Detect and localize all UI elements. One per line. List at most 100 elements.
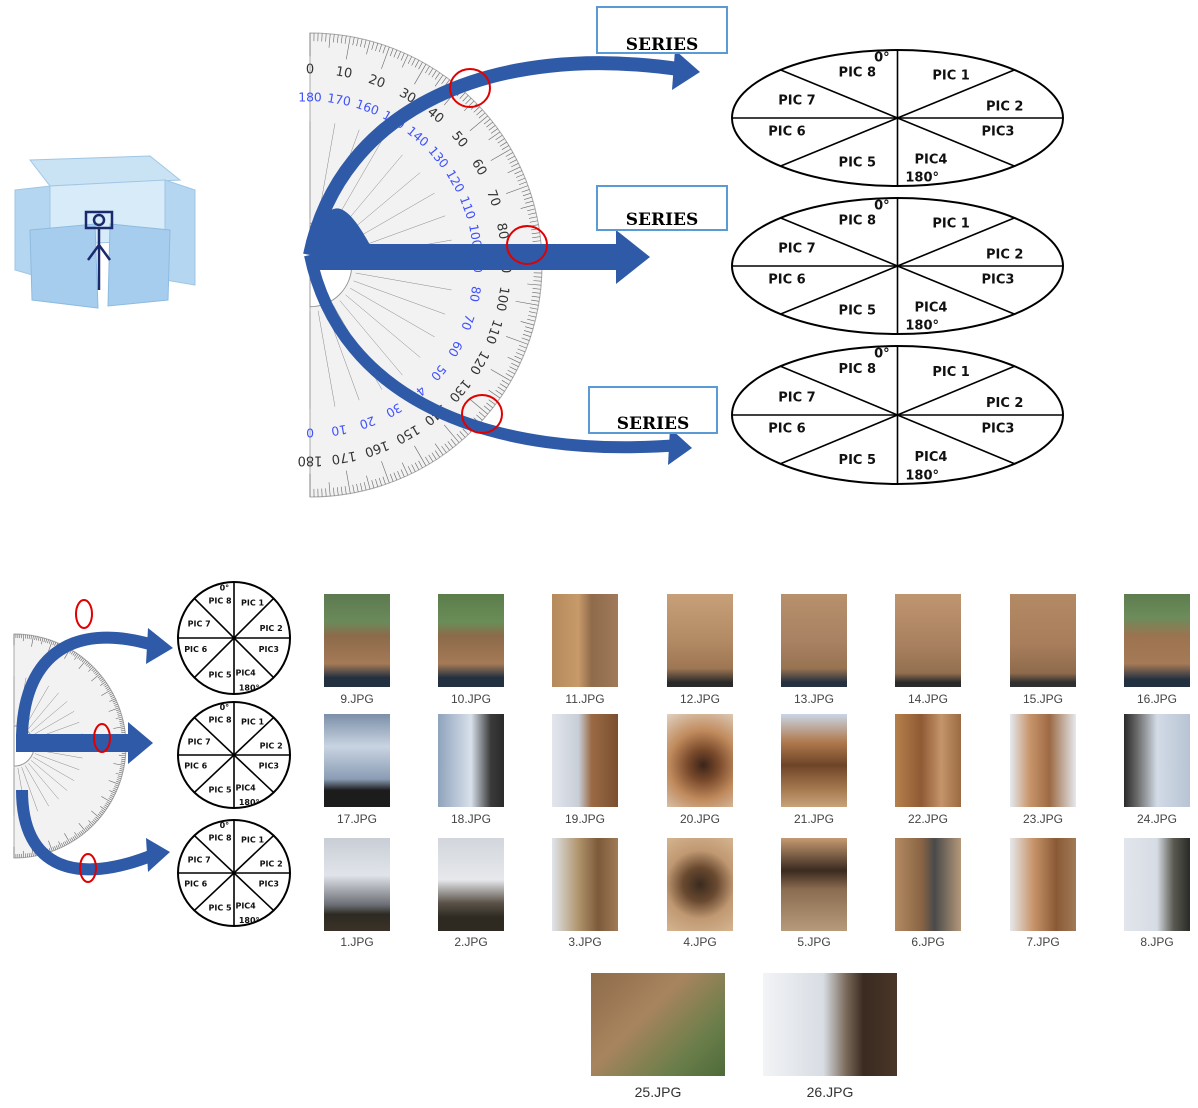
wheel-pic-label: PIC 5: [209, 904, 232, 913]
wheel-pic-label: PIC 6: [184, 645, 207, 654]
wheel-pic-label: PIC 1: [241, 836, 264, 845]
photo-filename: 22.JPG: [907, 812, 949, 826]
protractor-inner-label: 10: [330, 422, 348, 439]
photo-thumbnail[interactable]: [324, 838, 390, 931]
photo-thumbnail[interactable]: [1010, 594, 1076, 687]
photo-thumbnail[interactable]: [324, 714, 390, 807]
wheel-pic-label: PIC4: [915, 301, 948, 316]
photo-thumbnail[interactable]: [552, 714, 618, 807]
photo-filename: 10.JPG: [450, 692, 492, 706]
photo-filename: 14.JPG: [907, 692, 949, 706]
photo-filename: 4.JPG: [683, 935, 717, 949]
wheel-pic-label: PIC3: [982, 273, 1015, 288]
wheel-pic-label: PIC 6: [768, 273, 805, 288]
wheel-pic-label: PIC 1: [241, 599, 264, 608]
wheel-pic-label: PIC 2: [986, 247, 1023, 262]
series-label: SERIES: [625, 210, 699, 230]
wheel-pic-label: PIC 5: [839, 303, 876, 318]
protractor-inner-label: 170: [326, 91, 352, 109]
photo-filename: 21.JPG: [793, 812, 835, 826]
series-label: SERIES: [625, 35, 699, 54]
photo-filename: 19.JPG: [564, 812, 606, 826]
photo-thumbnail[interactable]: [781, 594, 847, 687]
photo-thumbnail[interactable]: [1010, 838, 1076, 931]
wheel-pic-label: PIC3: [982, 422, 1015, 437]
photo-thumbnail[interactable]: [667, 838, 733, 931]
photo-thumbnail[interactable]: [1010, 714, 1076, 807]
photo-filename: 5.JPG: [797, 935, 831, 949]
photo-thumbnail[interactable]: [1124, 714, 1190, 807]
photo-thumbnail-large[interactable]: [591, 973, 725, 1076]
photo-filename: 16.JPG: [1136, 692, 1178, 706]
wheel-pic-label: PIC 6: [184, 762, 207, 771]
angle-markers: [449, 68, 548, 434]
wheel-top-angle: 0°: [874, 50, 890, 65]
wheel-top-angle: 0°: [874, 198, 890, 213]
wheel-pic-label: PIC 7: [188, 620, 211, 629]
series-box-2: SERIES: [596, 185, 728, 231]
photo-thumbnail[interactable]: [324, 594, 390, 687]
protractor-inner-label: 180: [298, 90, 322, 104]
photo-filename: 23.JPG: [1022, 812, 1064, 826]
photo-filename: 17.JPG: [336, 812, 378, 826]
wheel-pic-label: PIC 8: [209, 833, 232, 842]
photo-filename: 13.JPG: [793, 692, 835, 706]
wheel-pic-label: PIC 2: [986, 396, 1023, 411]
wheel-pic-label: PIC 7: [188, 737, 211, 746]
wheel-pic-label: PIC 6: [184, 880, 207, 889]
wheel-pic-label: PIC 1: [932, 217, 969, 232]
photo-filename: 18.JPG: [450, 812, 492, 826]
protractor-outer-label: 80: [493, 222, 511, 241]
wheel-bottom-angle: 180°: [239, 683, 260, 692]
photo-filename: 20.JPG: [679, 812, 721, 826]
photo-filename: 15.JPG: [1022, 692, 1064, 706]
wheel-pic-label: PIC3: [982, 125, 1015, 140]
photo-thumbnail[interactable]: [781, 714, 847, 807]
wheel-bottom-angle: 180°: [905, 469, 939, 484]
photo-thumbnail[interactable]: [895, 594, 961, 687]
wheel-pic-label: PIC 8: [209, 715, 232, 724]
photo-thumbnail[interactable]: [552, 838, 618, 931]
protractor-inner-label: 30: [383, 400, 404, 420]
photo-thumbnail[interactable]: [781, 838, 847, 931]
photo-thumbnail[interactable]: [895, 714, 961, 807]
wheel-pic-label: PIC 2: [260, 742, 283, 751]
wheel-pic-label: PIC 6: [768, 422, 805, 437]
wheel-bottom-angle: 180°: [905, 319, 939, 334]
photo-thumbnail[interactable]: [1124, 594, 1190, 687]
protractor-inner-label: 100: [466, 223, 484, 249]
photo-thumbnail-large[interactable]: [763, 973, 897, 1076]
wheel-top-angle: 0°: [220, 584, 230, 593]
wheel-pic-label: PIC 2: [260, 860, 283, 869]
wheel-top-angle: 0°: [874, 346, 890, 361]
wheel-pic-label: PIC 6: [768, 125, 805, 140]
series-box-1: SERIES: [596, 6, 728, 54]
photo-thumbnail[interactable]: [667, 714, 733, 807]
wheel-pic-label: PIC 5: [839, 453, 876, 468]
photo-thumbnail[interactable]: [552, 594, 618, 687]
photo-thumbnail[interactable]: [438, 838, 504, 931]
photo-filename: 9.JPG: [340, 692, 374, 706]
photo-thumbnail[interactable]: [438, 714, 504, 807]
photo-filename: 3.JPG: [568, 935, 602, 949]
protractor-outer-label: 70: [483, 188, 503, 209]
photo-thumbnail[interactable]: [1124, 838, 1190, 931]
wheel-pic-label: PIC 2: [260, 624, 283, 633]
photo-thumbnail[interactable]: [438, 594, 504, 687]
protractor-inner-label: 80: [467, 285, 484, 303]
camera-box-icon: [14, 155, 196, 309]
wheel-pic-label: PIC4: [915, 450, 948, 465]
wheel-pic-label: PIC 8: [839, 362, 876, 377]
wheel-pic-label: PIC 5: [209, 786, 232, 795]
protractor-outer-label: 0: [306, 63, 314, 78]
wheel-pic-label: PIC 8: [839, 66, 876, 81]
photo-thumbnail[interactable]: [895, 838, 961, 931]
photo-thumbnail[interactable]: [667, 594, 733, 687]
photo-filename: 24.JPG: [1136, 812, 1178, 826]
wheel-pic-label: PIC 1: [932, 365, 969, 380]
photo-filename: 7.JPG: [1026, 935, 1060, 949]
wheel-pic-label: PIC 5: [839, 155, 876, 170]
